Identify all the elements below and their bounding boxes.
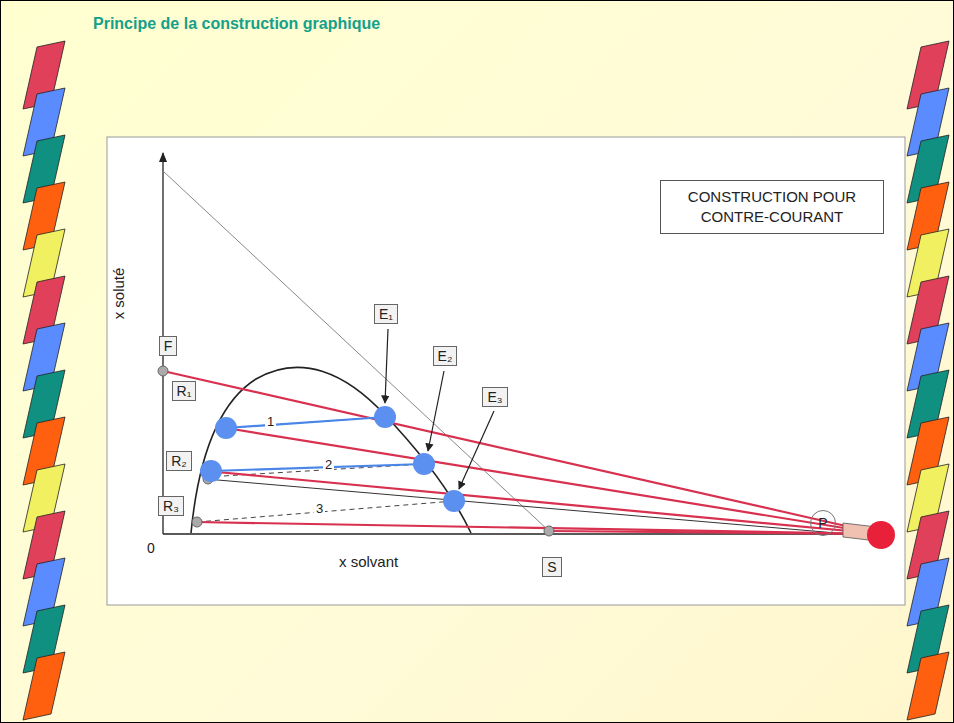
operating-line xyxy=(197,522,881,534)
node-text: R₃ xyxy=(163,498,179,515)
point-label: E₂ xyxy=(433,346,458,367)
node-text: F xyxy=(164,338,173,355)
point xyxy=(443,490,465,512)
point xyxy=(413,453,435,475)
tie-line xyxy=(211,464,424,471)
stage-number: 3 xyxy=(314,501,325,516)
leader-arrow xyxy=(459,411,494,489)
axis-title: x solvant xyxy=(339,553,398,570)
point-label: R₁ xyxy=(172,381,197,402)
stage-number: 2 xyxy=(323,457,334,472)
point xyxy=(192,517,202,527)
decor-stripe xyxy=(907,652,949,720)
node-text: E₃ xyxy=(487,389,502,406)
stage-number: 1 xyxy=(265,414,276,429)
blue-points xyxy=(200,406,465,512)
point-label: S xyxy=(542,557,561,578)
decor-stripes xyxy=(23,41,949,720)
node-text: S xyxy=(547,559,556,576)
figure-frame xyxy=(107,137,905,605)
operating-lines xyxy=(163,371,881,534)
tie-line xyxy=(226,417,385,428)
origin-label: 0 xyxy=(147,540,155,556)
slide-title: Principe de la construction graphique xyxy=(93,15,380,33)
point-label: E₃ xyxy=(482,387,507,408)
leader-arrow xyxy=(428,371,444,451)
operating-line xyxy=(549,531,881,534)
point xyxy=(200,460,222,482)
node-text: CONSTRUCTION POUR CONTRE-COURANT xyxy=(671,187,873,228)
tie-line xyxy=(226,417,385,428)
leader-arrow xyxy=(385,329,388,403)
binodal-curve xyxy=(191,367,471,533)
point xyxy=(215,417,237,439)
point-label: F xyxy=(159,336,178,357)
node-text: P xyxy=(818,515,827,531)
triangle-side xyxy=(163,171,549,531)
point-label: E₁ xyxy=(374,304,398,325)
point xyxy=(544,526,554,536)
pole-point xyxy=(867,521,895,549)
tie-line xyxy=(197,501,454,522)
node-text: E₁ xyxy=(379,306,393,323)
point xyxy=(374,406,396,428)
node-text: E₂ xyxy=(438,348,453,365)
node-text: R₁ xyxy=(177,383,192,400)
axis-title: x soluté xyxy=(110,267,127,319)
decor-stripe xyxy=(23,652,65,720)
pole-label: P xyxy=(810,510,836,536)
grey-points xyxy=(158,366,554,536)
caption-box: CONSTRUCTION POUR CONTRE-COURANT xyxy=(660,180,884,235)
point xyxy=(158,366,168,376)
point-label: R₃ xyxy=(158,496,184,517)
node-text: R₂ xyxy=(171,453,187,470)
operating-line xyxy=(163,371,881,534)
point-label: R₂ xyxy=(166,451,192,472)
